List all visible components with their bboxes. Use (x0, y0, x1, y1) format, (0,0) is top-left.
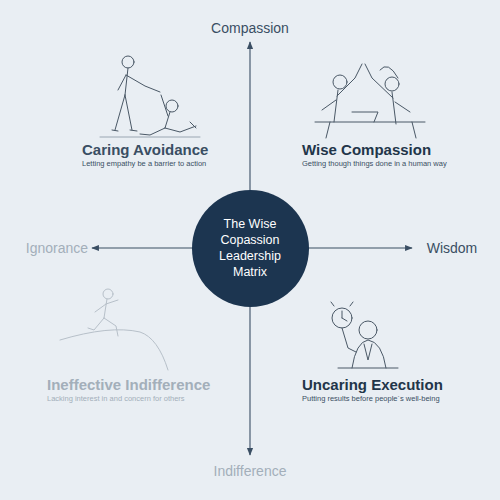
matrix-title: The Wise Copassion Leadership Matrix (208, 216, 292, 281)
quadrant-description: Letting empathy be a barrier to action (82, 160, 206, 169)
quadrant-heading: Uncaring Execution (302, 376, 443, 393)
quadrant-description: Getting though things done in a human wa… (302, 160, 447, 169)
high-five-sketch (315, 64, 425, 138)
quadrant-heading: Wise Compassion (302, 141, 431, 158)
quadrant-heading: Caring Avoidance (82, 141, 208, 158)
quadrant-description: Lacking interest in and concern for othe… (47, 395, 185, 404)
quadrant-heading: Ineffective Indifference (47, 376, 210, 393)
axis-label: Compassion (208, 20, 292, 36)
center-circle: The Wise Copassion Leadership Matrix (192, 190, 309, 307)
axis-label: Indifference (211, 463, 290, 479)
runner-sketch (60, 289, 168, 370)
clock-man-sketch (331, 302, 398, 368)
axes (92, 42, 412, 455)
quadrant-description: Putting results before people´s well-bei… (302, 395, 440, 404)
axis-label: Ignorance (23, 240, 91, 256)
axis-label: Wisdom (424, 240, 481, 256)
helping-sketch (100, 56, 200, 137)
